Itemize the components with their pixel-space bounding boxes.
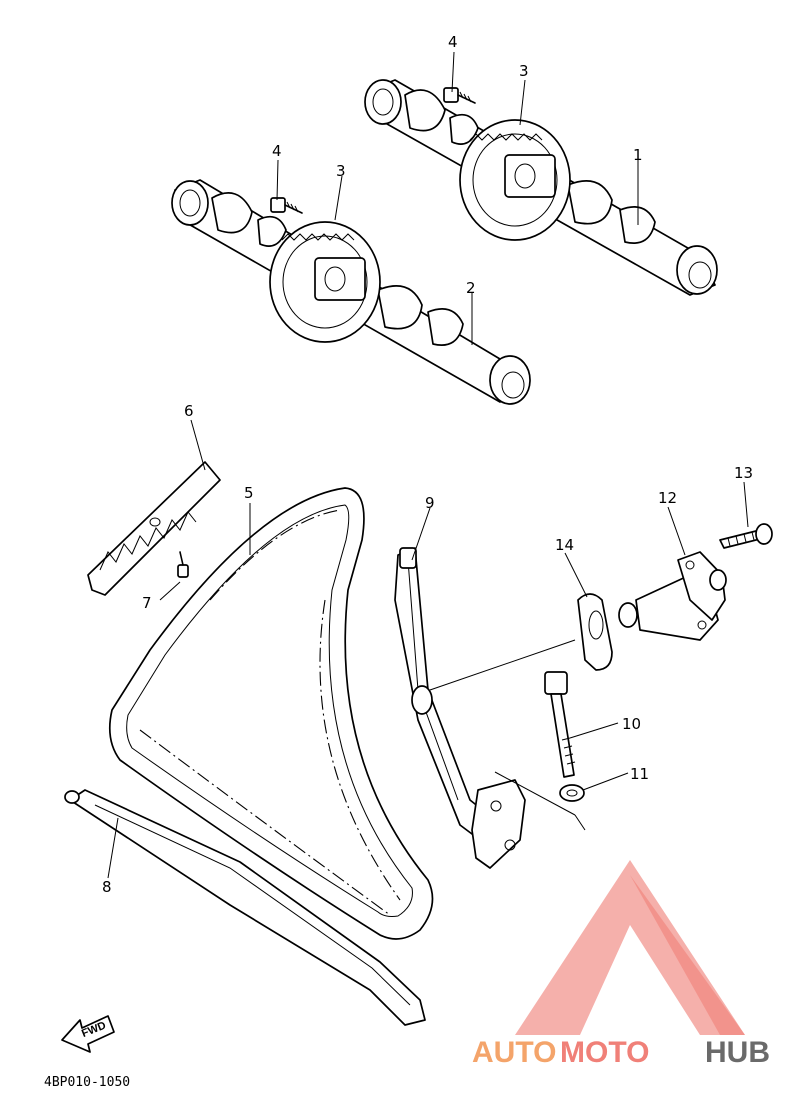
callout-3-lower: 3 <box>336 162 346 180</box>
callout-12: 12 <box>658 489 677 507</box>
watermark-hub: HUB <box>705 1036 770 1069</box>
drawing-code: 4BP010-1050 <box>44 1075 130 1090</box>
watermark-logo <box>515 860 745 1035</box>
callout-4-upper: 4 <box>448 33 458 51</box>
watermark-text: AUTO MOTO HUB <box>472 1036 770 1069</box>
sprocket-3-upper <box>459 119 571 241</box>
callout-3-upper: 3 <box>519 62 529 80</box>
fwd-arrow-icon: FWD <box>61 1015 115 1053</box>
leader-lines <box>107 51 749 879</box>
chain-guide-8 <box>64 789 426 1026</box>
reference-line <box>494 771 586 831</box>
callout-6: 6 <box>184 402 194 420</box>
watermark-auto: AUTO <box>472 1036 556 1069</box>
bolt-4-lower <box>270 197 303 214</box>
callout-1: 1 <box>633 146 643 164</box>
bolt-10 <box>544 671 576 778</box>
camshaft-2 <box>171 179 531 405</box>
bolt-4-upper <box>443 87 476 104</box>
callout-labels: 1 2 3 3 4 4 5 6 7 8 9 10 11 12 13 14 <box>102 33 753 896</box>
bolt-13 <box>719 523 773 549</box>
callout-10: 10 <box>622 715 641 733</box>
watermark-moto: MOTO <box>560 1036 649 1069</box>
washer-11 <box>559 784 585 802</box>
callout-13: 13 <box>734 464 753 482</box>
callout-7: 7 <box>142 594 152 612</box>
callout-8: 8 <box>102 878 112 896</box>
tensioner-12 <box>618 551 727 641</box>
bolt-7 <box>177 551 189 578</box>
callout-9: 9 <box>425 494 435 512</box>
sprocket-3-lower <box>269 221 381 343</box>
gasket-14 <box>577 593 613 671</box>
callout-5: 5 <box>244 484 254 502</box>
callout-14: 14 <box>555 536 574 554</box>
callout-11: 11 <box>630 765 649 783</box>
chain-guide-6 <box>87 461 221 596</box>
callout-2: 2 <box>466 279 476 297</box>
callout-4-lower: 4 <box>272 142 282 160</box>
alignment-line <box>429 639 576 691</box>
camshaft-1 <box>364 79 718 296</box>
tensioner-guide-9 <box>394 547 526 869</box>
timing-chain-5 <box>108 487 434 940</box>
